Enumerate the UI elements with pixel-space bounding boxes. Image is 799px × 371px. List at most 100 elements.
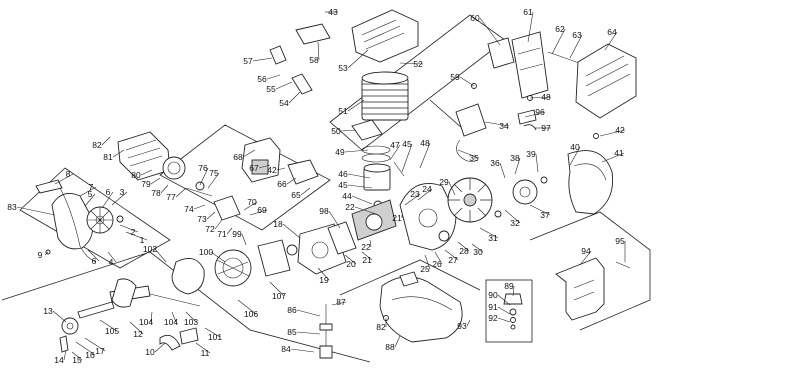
callout-number: 43 <box>328 7 338 17</box>
callout-leader <box>79 186 97 197</box>
callout-leader <box>52 310 67 323</box>
callout-leader <box>444 249 459 261</box>
fuel-filter <box>319 345 333 359</box>
crankcase-gasket <box>327 221 357 255</box>
callout-number: 72 <box>205 224 215 234</box>
callout-number: 82 <box>376 322 386 332</box>
callout-number: 51 <box>338 106 348 116</box>
muffler-heat-shield <box>575 43 637 119</box>
callout-leader <box>249 209 268 216</box>
callout-leader <box>529 96 552 99</box>
callout-number: 21 <box>392 213 402 223</box>
callout-leader <box>514 157 521 175</box>
callout-number: 6 <box>92 256 97 266</box>
callout-number: 96 <box>535 107 545 117</box>
callout-leader <box>207 172 220 189</box>
callout-number: 94 <box>581 246 591 256</box>
callout-number: 48 <box>420 138 430 148</box>
heat-shield-slots <box>585 55 631 97</box>
fuel-cap-seal <box>509 308 517 316</box>
callout-leader <box>354 206 377 215</box>
callout-leader <box>129 321 144 335</box>
ignition-assembly <box>455 83 487 162</box>
fan-housing-rib <box>573 163 607 181</box>
exhaust-clip <box>523 124 537 131</box>
callout-leader <box>401 143 413 173</box>
callout-number: 28 <box>459 246 469 256</box>
callout-leader <box>417 188 433 201</box>
callout-number: 103 <box>184 317 198 327</box>
cylinder-block <box>361 71 409 121</box>
callout-number: 106 <box>244 309 258 319</box>
callout-number: 45 <box>402 139 412 149</box>
callout-leader <box>399 62 424 65</box>
callout-leader <box>199 167 209 186</box>
mount-bracket-assembly <box>555 257 631 321</box>
callout-number: 17 <box>95 346 105 356</box>
clutch-gasket <box>257 239 291 277</box>
callout-number: 69 <box>257 205 267 215</box>
pulley-spokes <box>87 207 113 233</box>
callout-number: 95 <box>615 236 625 246</box>
callout-number: 41 <box>614 148 624 158</box>
callout-leader <box>154 342 166 353</box>
callout-leader <box>394 335 401 348</box>
callout-leader <box>84 337 106 352</box>
callout-number: 42 <box>267 165 277 175</box>
callout-number: 26 <box>432 259 442 269</box>
callout-number: 46 <box>338 169 348 179</box>
callout-leader <box>317 267 330 281</box>
callout-number: 93 <box>457 321 467 331</box>
callout-leader <box>112 149 125 158</box>
callout-number: 40 <box>570 142 580 152</box>
main-bearing-right <box>438 230 450 242</box>
callout-leader <box>529 204 551 216</box>
callout-leader <box>241 233 247 246</box>
callout-number: 70 <box>247 197 257 207</box>
callout-leader <box>512 285 515 297</box>
fuel-cap-washer <box>510 317 516 323</box>
callout-leader <box>457 149 480 159</box>
callout-number: 9 <box>38 250 43 260</box>
clutch-housing-inner <box>222 257 244 279</box>
carburetor-bowl <box>251 159 269 175</box>
callout-number: 35 <box>469 153 479 163</box>
cylinder-cover <box>351 9 419 63</box>
callout-number: 42 <box>615 125 625 135</box>
callout-leader <box>210 251 226 263</box>
callout-number: 58 <box>309 55 319 65</box>
callout-leader <box>347 49 369 69</box>
callout-leader <box>457 241 470 252</box>
callout-leader <box>344 149 369 153</box>
starter-housing <box>51 193 94 250</box>
callout-leader <box>150 177 161 185</box>
callout-number: 102 <box>143 244 157 254</box>
crank-web <box>365 213 383 231</box>
callout-leader <box>193 204 206 210</box>
callout-leader <box>275 81 293 90</box>
flywheel-fins <box>448 178 492 222</box>
callout-leader <box>459 76 475 87</box>
callout-leader <box>16 206 56 216</box>
callout-number: 90 <box>488 290 498 300</box>
callout-number: 80 <box>131 170 141 180</box>
callout-number: 3 <box>120 187 125 197</box>
callout-leader <box>369 239 372 248</box>
mount-bracket-slot <box>573 279 595 301</box>
callout-leader <box>300 187 311 196</box>
callout-leader <box>87 249 100 262</box>
callout-leader <box>434 251 443 265</box>
callout-number: 22 <box>361 242 371 252</box>
ignition-coil <box>455 103 487 137</box>
choke-rod <box>185 187 213 197</box>
callout-number: 29 <box>439 177 449 187</box>
callout-number: 85 <box>287 327 297 337</box>
air-filter-assembly <box>117 131 213 197</box>
flywheel-hub <box>463 193 477 207</box>
callout-leader <box>44 251 49 256</box>
callout-leader <box>290 348 315 353</box>
mount-bracket <box>555 257 605 321</box>
callout-leader <box>252 57 273 62</box>
callout-number: 30 <box>473 247 483 257</box>
